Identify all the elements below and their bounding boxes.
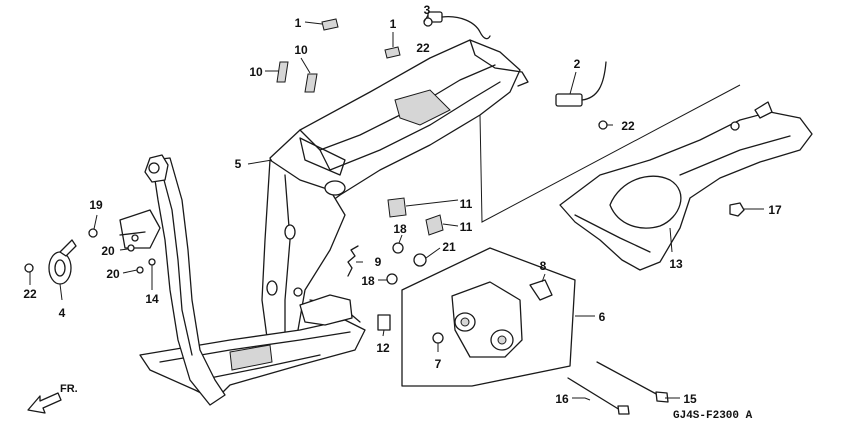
leader-lines [29, 14, 764, 401]
frame-body [119, 39, 529, 406]
callout-20b: 20 [106, 267, 120, 281]
callout-13: 13 [669, 257, 683, 271]
callout-19: 19 [89, 198, 103, 212]
callout-9: 9 [375, 255, 382, 269]
callout-6: 6 [599, 310, 606, 324]
front-direction-indicator: FR. [27, 383, 78, 414]
callout-3: 3 [424, 3, 431, 17]
callout-11b: 11 [460, 220, 473, 234]
callout-5: 5 [235, 157, 242, 171]
callout-17: 17 [768, 203, 782, 217]
callout-10a: 10 [249, 65, 263, 79]
callout-1a: 1 [295, 16, 302, 30]
callout-15: 15 [683, 392, 697, 406]
direction-label: FR. [60, 383, 78, 395]
callout-22a: 22 [416, 41, 430, 55]
diagram-code: GJ4S-F2300 A [673, 410, 753, 422]
callout-1b: 1 [390, 17, 397, 31]
callout-16: 16 [555, 392, 569, 406]
callout-18b: 18 [361, 274, 375, 288]
reference-lines [479, 84, 741, 223]
callout-12: 12 [376, 341, 390, 355]
engine-hanger-assembly [401, 247, 576, 387]
small-parts [24, 11, 745, 331]
callout-labels: 1 1 10 10 3 22 2 22 5 11 11 18 21 9 18 8… [23, 3, 782, 406]
callout-4: 4 [59, 306, 66, 320]
callout-22c: 22 [23, 287, 37, 301]
callout-10b: 10 [294, 43, 308, 57]
long-bolts [567, 361, 669, 415]
callout-20a: 20 [101, 244, 115, 258]
arrow-icon [27, 392, 62, 414]
callout-22b: 22 [621, 119, 635, 133]
mud-guard [559, 101, 813, 271]
callout-18a: 18 [393, 222, 407, 236]
callout-2: 2 [574, 57, 581, 71]
callout-14: 14 [145, 292, 159, 306]
callout-7: 7 [435, 357, 442, 371]
callout-8: 8 [540, 259, 547, 273]
callout-11a: 11 [460, 197, 473, 211]
callout-21: 21 [442, 240, 456, 254]
